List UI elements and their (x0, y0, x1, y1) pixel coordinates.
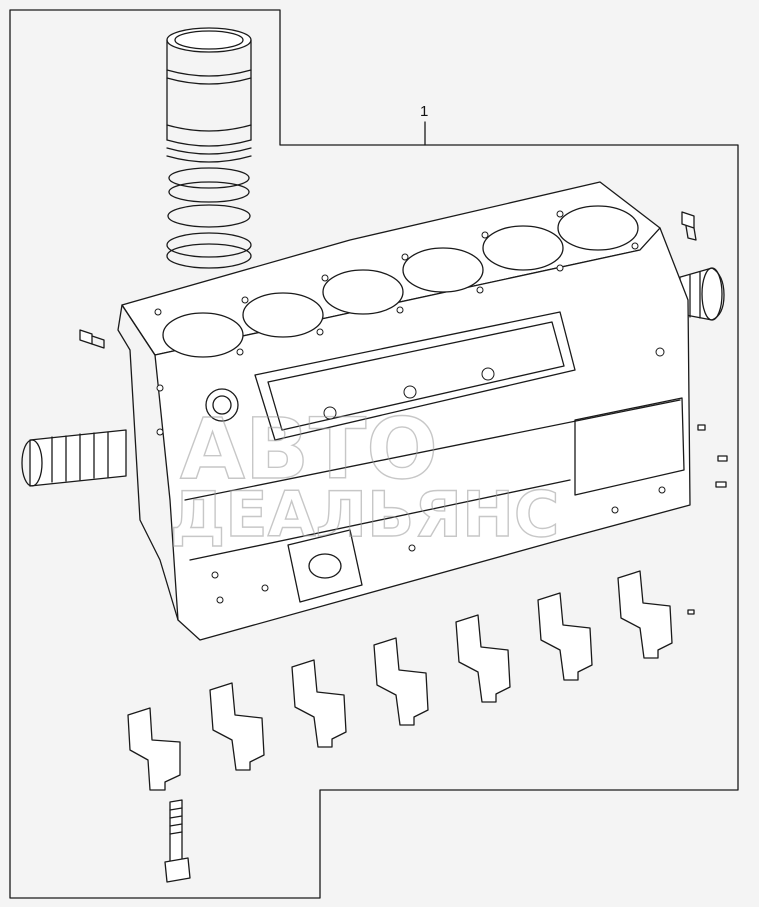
watermark: АВТО ДЕАЛЬЯНС (169, 399, 560, 551)
plug-bolt (681, 211, 697, 241)
cap-bolt (164, 799, 191, 883)
callout-label: 1 (420, 103, 428, 120)
side-plug-bolt (79, 329, 105, 349)
dowel-pins (687, 424, 728, 615)
watermark-line1: АВТО (180, 400, 438, 498)
cylinder-liner (166, 27, 252, 163)
piston-rings (166, 167, 252, 269)
watermark-line2: ДЕАЛЬЯНС (170, 478, 559, 551)
assembly-boundary (9, 9, 739, 899)
cylinder-block (117, 181, 691, 641)
main-bearing-caps (127, 570, 673, 791)
camshaft-bushing-left (21, 429, 127, 487)
